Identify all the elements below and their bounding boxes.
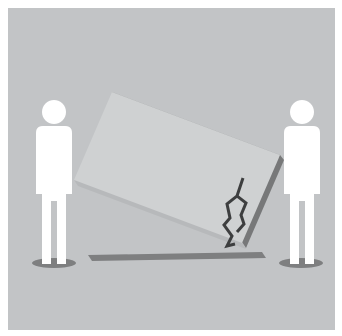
illustration-canvas bbox=[8, 8, 335, 330]
illustration-panel bbox=[8, 8, 335, 330]
